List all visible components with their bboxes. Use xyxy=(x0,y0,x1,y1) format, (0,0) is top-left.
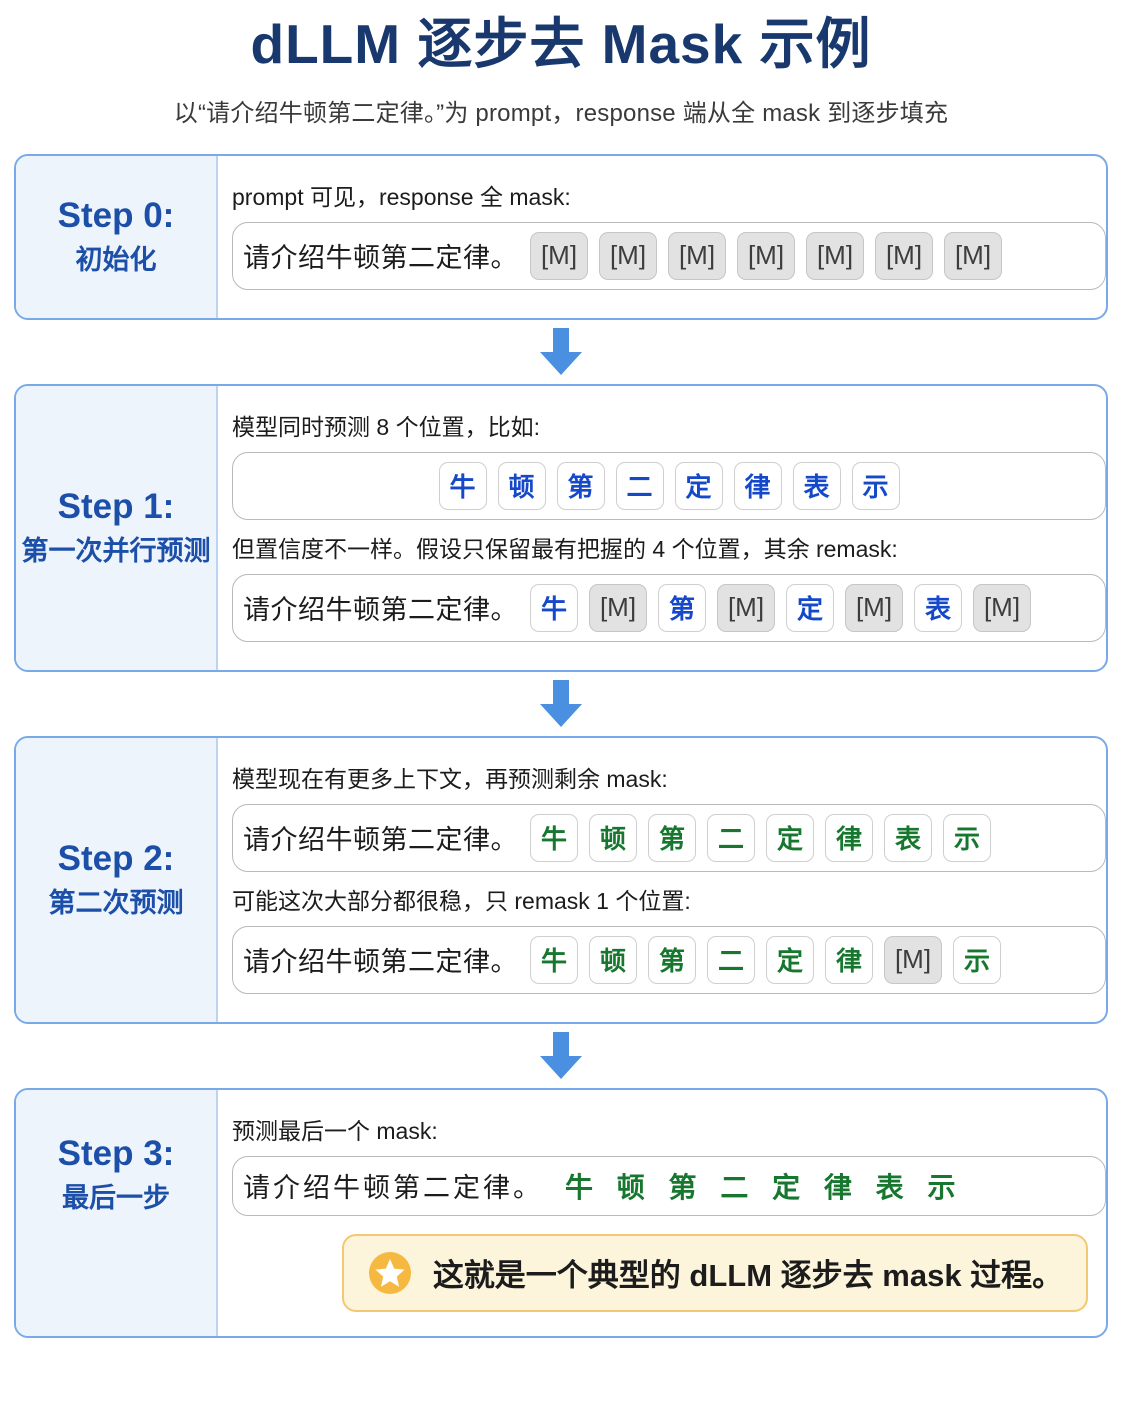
predicted-token: 律 xyxy=(825,935,873,984)
step-panel-3: Step 3: 最后一步 预测最后一个 mask: 请介绍牛顿第二定律。牛 顿 第 二… xyxy=(14,1087,1108,1338)
step-title: Step 1: xyxy=(57,487,175,527)
predicted-token: 第 xyxy=(648,935,696,984)
arrow-down-icon xyxy=(540,679,582,727)
prompt-text: 请介绍牛顿第二定律。 xyxy=(243,947,518,977)
mask-token: [M] xyxy=(668,231,726,280)
step-panel-1: Step 1:第一次并行预测模型同时预测 8 个位置，比如:牛顿第二定律表示但置… xyxy=(14,383,1108,672)
predicted-token: 二 xyxy=(615,461,664,510)
predicted-token: 牛 xyxy=(530,935,578,984)
star-icon xyxy=(368,1251,411,1294)
predicted-token: 律 xyxy=(825,813,873,862)
predicted-token: 表 xyxy=(884,813,932,862)
predicted-token: 第 xyxy=(556,461,605,510)
step-panel-0: Step 0: 初始化 prompt 可见，response 全 mask: 请介绍牛… xyxy=(14,153,1108,320)
predicted-token: 定 xyxy=(674,461,723,510)
mask-token: [M] xyxy=(599,231,657,280)
mask-token: [M] xyxy=(737,231,795,280)
step-content-3: 预测最后一个 mask: 请介绍牛顿第二定律。牛 顿 第 二 定 律 表 示这就是… xyxy=(218,1090,1106,1336)
predicted-token: 定 xyxy=(766,935,814,984)
step-subtitle: 初始化 xyxy=(75,245,157,276)
prompt-text: 请介绍牛顿第二定律。 xyxy=(243,825,518,855)
predicted-token: 第 xyxy=(658,583,706,632)
step-title: Step 2: xyxy=(57,839,175,879)
predicted-token: 表 xyxy=(914,583,962,632)
header: dLLM 逐步去 Mask 示例 以“请介绍牛顿第二定律。”为 prompt，r… xyxy=(0,0,1122,128)
mask-token: [M] xyxy=(806,231,864,280)
mask-token: [M] xyxy=(884,935,942,984)
predicted-token: 牛 xyxy=(530,813,578,862)
callout-text: 这就是一个典型的 dLLM 逐步去 mask 过程。 xyxy=(432,1258,1064,1293)
step-connector-1 xyxy=(0,672,1122,736)
predicted-token: 定 xyxy=(766,813,814,862)
token-sequence: 请介绍牛顿第二定律。牛[M]第[M]定[M]表[M] xyxy=(232,573,1106,642)
predicted-token: 表 xyxy=(792,461,841,510)
step-label-2: Step 2: 第二次预测 xyxy=(16,737,218,1022)
arrow-down-icon xyxy=(540,1031,582,1079)
token-sequence: 请介绍牛顿第二定律。[M][M][M][M][M][M][M] xyxy=(232,221,1106,290)
predicted-token: 二 xyxy=(707,813,755,862)
predicted-token: 牛 xyxy=(438,461,487,510)
steps-container: Step 0: 初始化 prompt 可见，response 全 mask: 请介绍牛… xyxy=(0,153,1122,1338)
page-subtitle: 以“请介绍牛顿第二定律。”为 prompt，response 端从全 mask … xyxy=(173,99,949,127)
summary-callout: 这就是一个典型的 dLLM 逐步去 mask 过程。 xyxy=(342,1233,1088,1312)
step-label-0: Step 0: 初始化 xyxy=(16,155,218,318)
row-caption: prompt 可见，response 全 mask: xyxy=(232,183,571,210)
step-content-1: 模型同时预测 8 个位置，比如:牛顿第二定律表示但置信度不一样。假设只保留最有把… xyxy=(218,386,1106,670)
predicted-token: 示 xyxy=(943,813,991,862)
predicted-token: 顿 xyxy=(589,813,637,862)
step-content-2: 模型现在有更多上下文，再预测剩余 mask:请介绍牛顿第二定律。牛顿第二定律表示… xyxy=(218,738,1106,1022)
predicted-token: 顿 xyxy=(589,935,637,984)
mask-token: [M] xyxy=(717,583,775,632)
mask-token: [M] xyxy=(845,583,903,632)
predicted-token: 第 xyxy=(648,813,696,862)
predicted-token: 定 xyxy=(786,583,834,632)
step-subtitle: 最后一步 xyxy=(62,1182,170,1213)
mask-token: [M] xyxy=(875,231,933,280)
prompt-text: 请介绍牛顿第二定律。 xyxy=(243,1173,543,1203)
row-caption: 模型同时预测 8 个位置，比如: xyxy=(232,413,540,440)
predicted-token: 律 xyxy=(733,461,782,510)
step-label-1: Step 1: 第一次并行预测 xyxy=(16,385,218,670)
mask-token: [M] xyxy=(944,231,1002,280)
predicted-token: 二 xyxy=(707,935,755,984)
mask-token: [M] xyxy=(973,583,1031,632)
row-caption: 但置信度不一样。假设只保留最有把握的 4 个位置，其余 remask: xyxy=(232,535,898,562)
step-connector-0 xyxy=(0,320,1122,384)
step-connector-2 xyxy=(0,1024,1122,1088)
step-panel-2: Step 2: 第二次预测 模型现在有更多上下文，再预测剩余 mask: 请介绍牛顿第… xyxy=(14,735,1108,1024)
prompt-text: 请介绍牛顿第二定律。 xyxy=(243,595,518,625)
step-subtitle: 第二次预测 xyxy=(48,888,184,919)
row-caption: 可能这次大部分都很稳，只 remask 1 个位置: xyxy=(232,887,691,914)
step-subtitle: 第一次并行预测 xyxy=(21,536,211,567)
row-caption: 预测最后一个 mask: xyxy=(232,1117,438,1144)
token-sequence: 请介绍牛顿第二定律。牛顿第二定律表示 xyxy=(232,803,1106,872)
row-caption: 模型现在有更多上下文，再预测剩余 mask: xyxy=(232,765,668,792)
predicted-token: 顿 xyxy=(497,461,546,510)
predicted-token: 示 xyxy=(953,935,1001,984)
predicted-token: 牛 xyxy=(530,583,578,632)
mask-token: [M] xyxy=(589,583,647,632)
arrow-down-icon xyxy=(540,327,582,375)
page-title: dLLM 逐步去 Mask 示例 xyxy=(250,13,872,75)
final-response-text: 牛 顿 第 二 定 律 表 示 xyxy=(565,1171,964,1203)
token-sequence: 请介绍牛顿第二定律。牛顿第二定律[M]示 xyxy=(232,925,1106,994)
step-title: Step 3: xyxy=(57,1133,175,1173)
predicted-token: 示 xyxy=(851,461,900,510)
step-content-0: prompt 可见，response 全 mask:请介绍牛顿第二定律。[M][… xyxy=(218,156,1106,318)
token-sequence: 牛顿第二定律表示 xyxy=(232,451,1106,520)
step-title: Step 0: xyxy=(57,196,175,236)
step-label-3: Step 3: 最后一步 xyxy=(16,1089,218,1336)
mask-token: [M] xyxy=(530,231,588,280)
prompt-text: 请介绍牛顿第二定律。 xyxy=(243,243,518,273)
token-sequence: 请介绍牛顿第二定律。牛 顿 第 二 定 律 表 示 xyxy=(232,1155,1106,1216)
